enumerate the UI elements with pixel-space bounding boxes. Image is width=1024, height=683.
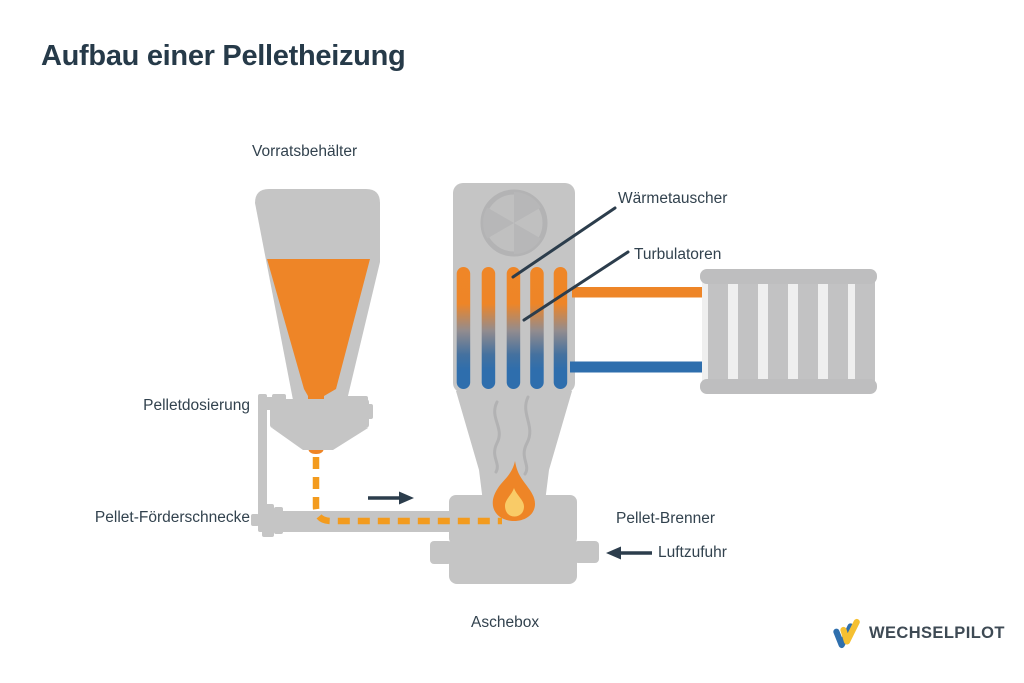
supply-pipe-hot [572, 287, 706, 298]
wechselpilot-check-icon [833, 618, 860, 649]
radiator [700, 269, 877, 394]
leader-line-turbulators [522, 250, 630, 322]
storage-hopper [255, 189, 380, 454]
label-air-supply: Luftzufuhr [658, 544, 727, 561]
label-pellet-feed-screw: Pellet-Förderschnecke [94, 509, 250, 526]
ash-box [430, 538, 599, 584]
leader-line-heat-exchanger [511, 206, 617, 279]
smoke-line-icon [493, 400, 501, 474]
flame-icon [492, 461, 535, 521]
return-pipe-cold [570, 361, 706, 373]
label-ash-box: Aschebox [471, 614, 540, 631]
pellet-fill [267, 259, 370, 454]
brand-name: WECHSELPILOT [869, 624, 1005, 642]
label-pellet-dosing: Pelletdosierung [143, 397, 250, 414]
page-title: Aufbau einer Pelletheizung [41, 40, 406, 72]
fan-icon [480, 189, 548, 257]
brand-logo: WECHSELPILOT [832, 617, 1005, 650]
smoke-line-icon [522, 395, 532, 476]
label-pellet-burner: Pellet-Brenner [616, 510, 716, 527]
label-storage-hopper: Vorratsbehälter [252, 143, 358, 160]
boiler-body [453, 183, 575, 393]
pellet-dosing-unit [251, 394, 373, 532]
flow-direction-arrow-icon [368, 491, 414, 505]
heat-exchanger-tubes [456, 267, 568, 389]
air-supply-arrow-icon [606, 546, 652, 560]
label-heat-exchanger: Wärmetauscher [618, 190, 728, 207]
pellet-flow-dashed-line [312, 457, 502, 525]
label-turbulators: Turbulatoren [634, 246, 722, 263]
combustion-chamber [456, 391, 572, 502]
